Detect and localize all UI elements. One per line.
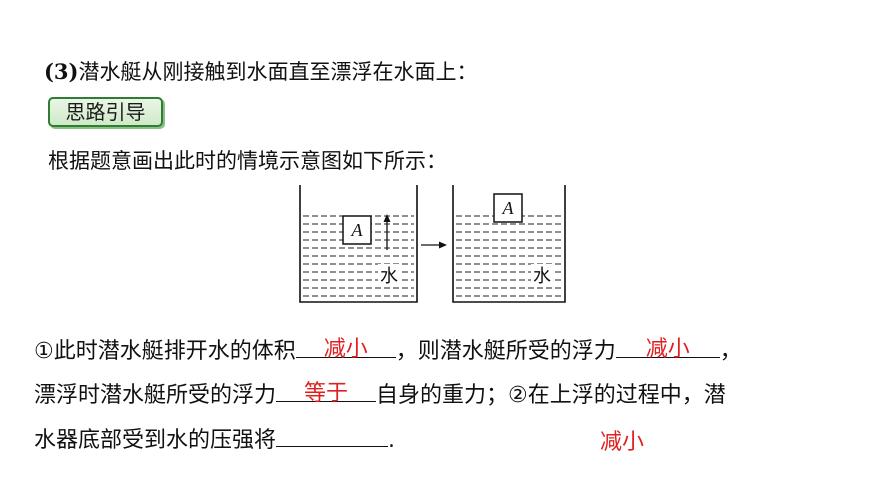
question-text: ①此时潜水艇排开水的体积 <box>34 339 296 364</box>
question-text: . <box>388 428 396 453</box>
question-text: 自身的重力；②在上浮的过程中，潜 <box>376 383 726 408</box>
right-block-label: A <box>502 198 515 218</box>
question-heading-text: 潜水艇从刚接触到水面直至漂浮在水面上： <box>78 60 478 84</box>
question-line-3: 水器底部受到水的压强将. <box>34 422 395 454</box>
question-number: (3) <box>44 59 79 84</box>
question-line-1: ①此时潜水艇排开水的体积 减小 ，则潜水艇所受的浮力 减小 ， <box>34 333 742 365</box>
question-line-2: 漂浮时潜水艇所受的浮力 等于 自身的重力；②在上浮的过程中，潜 <box>34 377 726 409</box>
scenario-diagram: A 水 A 水 <box>299 185 566 303</box>
answer-1: 减小 <box>323 337 368 362</box>
transition-arrow <box>421 241 447 249</box>
answer-blank-2: 减小 <box>615 335 720 362</box>
hint-badge-label: 思路引导 <box>65 100 146 124</box>
question-text: 漂浮时潜水艇所受的浮力 <box>34 383 277 408</box>
arrow-head-icon <box>383 214 391 222</box>
left-block-label: A <box>351 220 364 240</box>
intro-text: 根据题意画出此时的情境示意图如下所示： <box>48 149 447 173</box>
answer-4: 减小 <box>600 430 645 455</box>
left-liquid-label: 水 <box>380 266 398 287</box>
question-text: 水器底部受到水的压强将 <box>34 428 277 453</box>
question-heading: (3)潜水艇从刚接触到水面直至漂浮在水面上： <box>44 56 477 86</box>
question-text: ， <box>719 339 742 364</box>
answer-2: 减小 <box>645 337 690 362</box>
right-container: A 水 <box>452 185 566 303</box>
right-block <box>493 193 523 223</box>
left-block <box>342 215 372 245</box>
answer-blank-1: 减小 <box>295 335 396 362</box>
answer-blank-4 <box>276 424 389 447</box>
left-container: A 水 <box>299 185 418 303</box>
answer-blank-3: 等于 <box>276 379 377 406</box>
hint-badge: 思路引导 <box>48 97 163 127</box>
right-arrow-icon <box>439 241 447 249</box>
question-text: ，则潜水艇所受的浮力 <box>395 339 616 364</box>
right-liquid-label: 水 <box>533 266 551 287</box>
answer-3: 等于 <box>304 381 349 406</box>
